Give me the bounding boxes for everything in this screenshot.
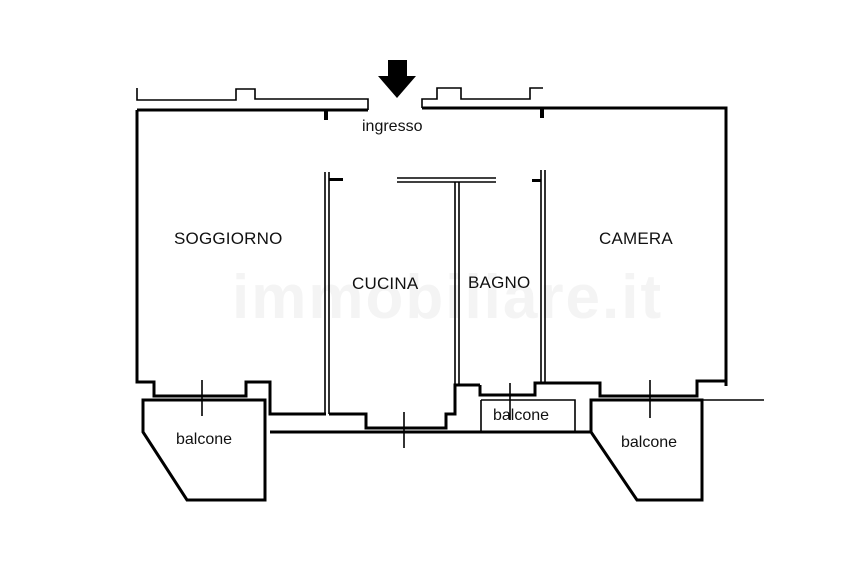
room-label-soggiorno: SOGGIORNO <box>174 229 283 248</box>
arrow-down-icon <box>378 60 416 98</box>
balcony-label-left: balcone <box>176 431 233 448</box>
room-label-camera: CAMERA <box>599 229 673 248</box>
watermark: immobiliare.it <box>232 263 664 332</box>
room-label-cucina: CUCINA <box>352 274 419 293</box>
balcony-label-right: balcone <box>621 434 678 451</box>
balcony-label-middle: balcone <box>493 407 550 424</box>
room-label-bagno: BAGNO <box>468 273 531 292</box>
entrance-label: ingresso <box>362 118 423 135</box>
